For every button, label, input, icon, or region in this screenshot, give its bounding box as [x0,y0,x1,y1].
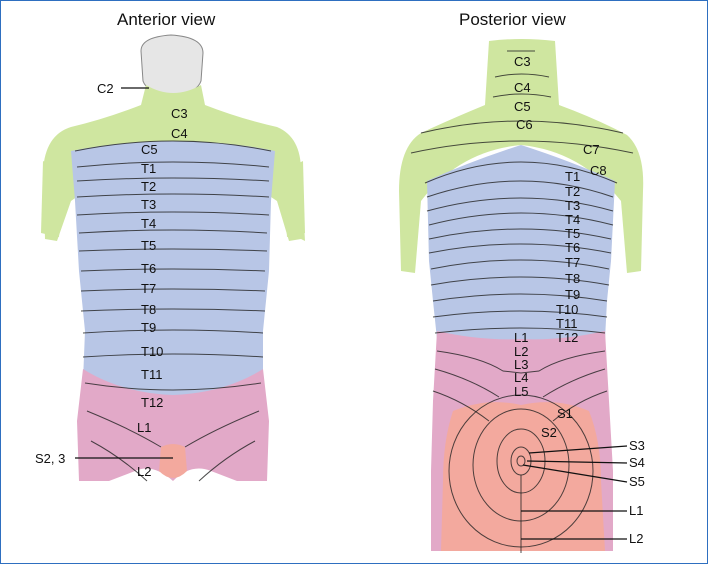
anterior-label-t1: T1 [141,161,156,176]
anterior-callout-s23: S2, 3 [35,451,65,466]
posterior-label-c8: C8 [590,163,607,178]
posterior-figure: C3 C4 C5 C6 C7 C8 T1 T2 T3 T4 T5 T6 T7 T… [399,39,645,553]
posterior-label-l4: L4 [514,370,528,385]
anterior-label-l2: L2 [137,464,151,479]
anterior-label-t11: T11 [141,367,162,382]
anterior-figure: C3 C4 C5 T1 T2 T3 T4 T5 T6 T7 T8 T9 T10 … [35,35,305,481]
anterior-label-t2: T2 [141,179,156,194]
anterior-label-t7: T7 [141,281,156,296]
posterior-label-t11: T11 [556,316,577,331]
anterior-view-title: Anterior view [117,10,216,29]
anterior-label-c5: C5 [141,142,158,157]
posterior-label-l5: L5 [514,384,528,399]
posterior-sacral-band [441,402,605,551]
anterior-sacral-band [159,444,187,478]
posterior-label-t9: T9 [565,287,580,302]
anterior-callout-c2: C2 [97,81,114,96]
posterior-view-title: Posterior view [459,10,566,29]
posterior-label-c4: C4 [514,80,531,95]
posterior-label-c3: C3 [514,54,531,69]
posterior-label-t1: T1 [565,169,580,184]
posterior-callout-s4: S4 [629,455,645,470]
posterior-callout-l1: L1 [629,503,643,518]
posterior-label-t10: T10 [556,302,578,317]
anterior-label-t10: T10 [141,344,163,359]
posterior-label-c6: C6 [516,117,533,132]
posterior-label-s1: S1 [557,406,573,421]
posterior-callout-s3: S3 [629,438,645,453]
posterior-label-l1: L1 [514,330,528,345]
posterior-label-t6: T6 [565,240,580,255]
anterior-label-l1: L1 [137,420,151,435]
anterior-label-c3: C3 [171,106,188,121]
anterior-label-c4: C4 [171,126,188,141]
posterior-label-t3: T3 [565,198,580,213]
posterior-label-t8: T8 [565,271,580,286]
anterior-label-t5: T5 [141,238,156,253]
posterior-label-t5: T5 [565,226,580,241]
posterior-label-t7: T7 [565,255,580,270]
posterior-thoracic-band [427,145,615,347]
anterior-label-t3: T3 [141,197,156,212]
anterior-label-t9: T9 [141,320,156,335]
posterior-label-t2: T2 [565,184,580,199]
posterior-callout-l2: L2 [629,531,643,546]
posterior-label-c7: C7 [583,142,600,157]
posterior-label-c5: C5 [514,99,531,114]
anterior-label-t12: T12 [141,395,163,410]
posterior-label-t12: T12 [556,330,578,345]
anterior-label-t6: T6 [141,261,156,276]
anterior-label-t8: T8 [141,302,156,317]
anterior-label-t4: T4 [141,216,156,231]
posterior-label-s2: S2 [541,425,557,440]
posterior-callout-s5: S5 [629,474,645,489]
posterior-label-t4: T4 [565,212,580,227]
